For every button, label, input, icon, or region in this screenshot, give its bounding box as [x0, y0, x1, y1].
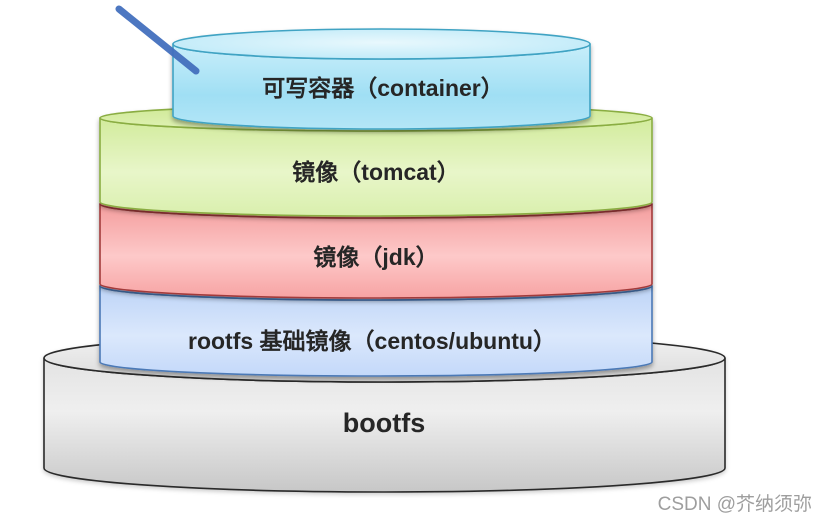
container-cylinder-top: [172, 28, 591, 60]
layer-label-rootfs: rootfs 基础镜像（centos/ubuntu）: [188, 328, 556, 354]
annotation-stroke: [115, 5, 200, 75]
layer-label-bootfs: bootfs: [343, 408, 425, 438]
layer-label-jdk: 镜像（jdk）: [313, 244, 438, 270]
watermark: CSDN @芥纳须弥: [658, 493, 812, 515]
cylinder-container: 可写容器（container）: [172, 28, 591, 130]
layer-label-tomcat: 镜像（tomcat）: [292, 159, 459, 185]
layer-label-container: 可写容器（container）: [262, 75, 504, 101]
